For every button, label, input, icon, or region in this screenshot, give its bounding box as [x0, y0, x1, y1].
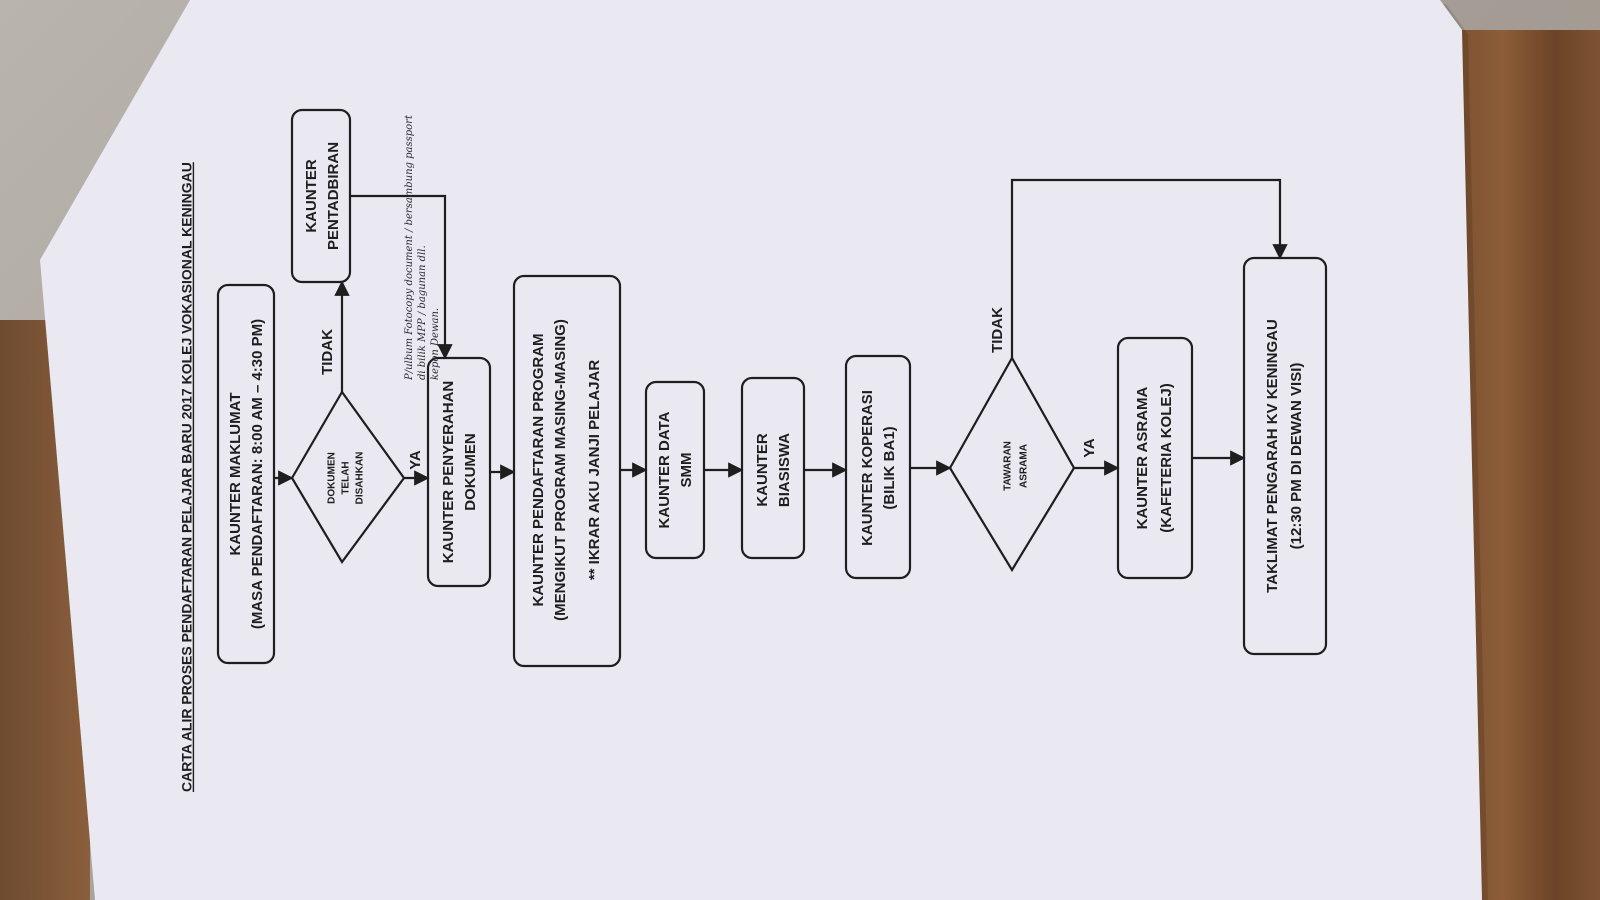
decision-dokumen-line2: TELAH [341, 461, 352, 494]
node-taklimat-line2: (12:30 PM DI DEWAN VISI) [1288, 363, 1305, 550]
handwritten-note-line1: P/ulbum Fotocopy document / bersambung p… [404, 114, 415, 381]
handwritten-note: P/ulbum Fotocopy document / bersambung p… [404, 114, 441, 381]
node-smm-line2: SMM [678, 453, 695, 488]
node-kaunter-asrama [1116, 336, 1194, 580]
label-asrama-ya: YA [1081, 438, 1098, 458]
node-kaunter-maklumat-line2: (MASA PENDAFTARAN: 8:00 AM – 4:30 PM) [249, 319, 266, 629]
decision-asrama-line1: TAWARAN [1003, 441, 1014, 491]
node-kaunter-penyerahan-dokumen [426, 356, 492, 588]
decision-dokumen-line3: DISAHKAN [355, 452, 366, 505]
node-program-line1: KAUNTER PENDAFTARAN PROGRAM [530, 333, 547, 606]
label-dokumen-tidak: TIDAK [319, 329, 336, 375]
decision-asrama-line2: ASRAMA [1019, 444, 1030, 488]
node-kaunter-biasiswa [740, 376, 806, 560]
arrow-asrama-tidak [1010, 178, 1288, 358]
handwritten-note-line3: kepon Dewan. [430, 308, 441, 380]
decision-dokumen-line1: DOKUMEN [327, 452, 338, 504]
node-asrama-line2: (KAFETERIA KOLEJ) [1158, 383, 1175, 532]
node-kaunter-data-smm [644, 380, 706, 560]
arrow-pentadbiran-to-penyerahan [350, 194, 453, 360]
node-penyerahan-line1: KAUNTER PENYERAHAN [440, 381, 457, 564]
node-kaunter-maklumat-line1: KAUNTER MAKLUMAT [227, 392, 244, 555]
node-biasiswa-line1: KAUNTER [754, 433, 771, 506]
node-kaunter-pentadbiran-line1: KAUNTER [303, 159, 320, 232]
node-program-line2: (MENGIKUT PROGRAM MASING-MASING) [552, 319, 569, 621]
node-koperasi-line2: (BILIK BA1) [881, 426, 898, 509]
node-smm-line1: KAUNTER DATA [656, 411, 673, 528]
handwritten-note-line2: di bilik MPP / bagunan dll. [417, 245, 428, 380]
node-program-line3: ** IKRAR AKU JANJI PELAJAR [586, 360, 603, 580]
node-asrama-line1: KAUNTER ASRAMA [1134, 386, 1151, 529]
node-kaunter-koperasi [844, 354, 912, 580]
node-taklimat-line1: TAKLIMAT PENGARAH KV KENINGAU [1264, 319, 1281, 593]
flowchart-title: CARTA ALIR PROSES PENDAFTARAN PELAJAR BA… [179, 162, 195, 792]
node-kaunter-pentadbiran-line2: PENTADBIRAN [325, 142, 342, 250]
node-taklimat-pengarah [1242, 256, 1328, 656]
label-asrama-tidak: TIDAK [989, 307, 1006, 353]
node-koperasi-line1: KAUNTER KOPERASI [859, 390, 876, 546]
label-dokumen-ya: YA [407, 450, 424, 470]
node-biasiswa-line2: BIASISWA [776, 433, 793, 507]
node-penyerahan-line2: DOKUMEN [462, 433, 479, 511]
node-kaunter-maklumat [216, 283, 276, 665]
